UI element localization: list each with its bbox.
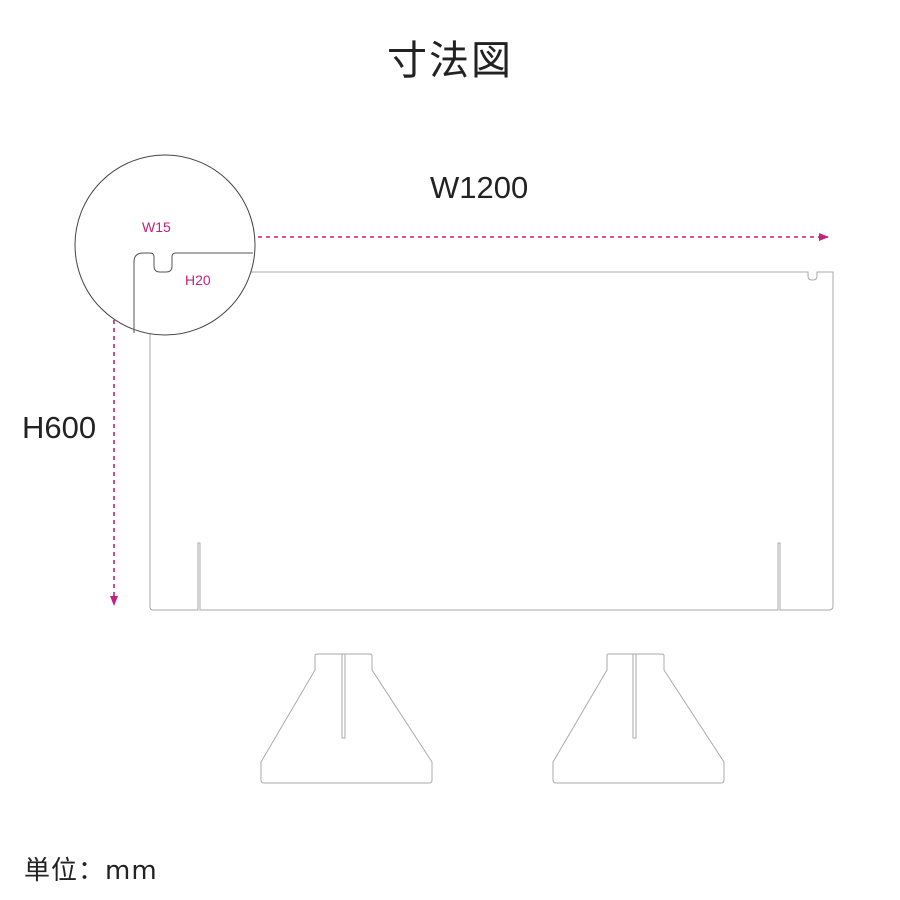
unit-label: 単位：mm	[24, 856, 158, 886]
slot-width-label: W15	[142, 219, 171, 235]
stand-foot-left	[260, 653, 433, 784]
slot-height-label: H20	[185, 272, 211, 288]
page-title: 寸法図	[387, 38, 513, 84]
height-dimension-label: H600	[22, 410, 97, 445]
width-dimension-label: W1200	[430, 170, 529, 205]
detail-magnifier	[74, 154, 256, 336]
detail-slot-outline	[133, 252, 253, 333]
panel-outline	[149, 271, 834, 611]
stand-foot-right	[552, 653, 725, 784]
